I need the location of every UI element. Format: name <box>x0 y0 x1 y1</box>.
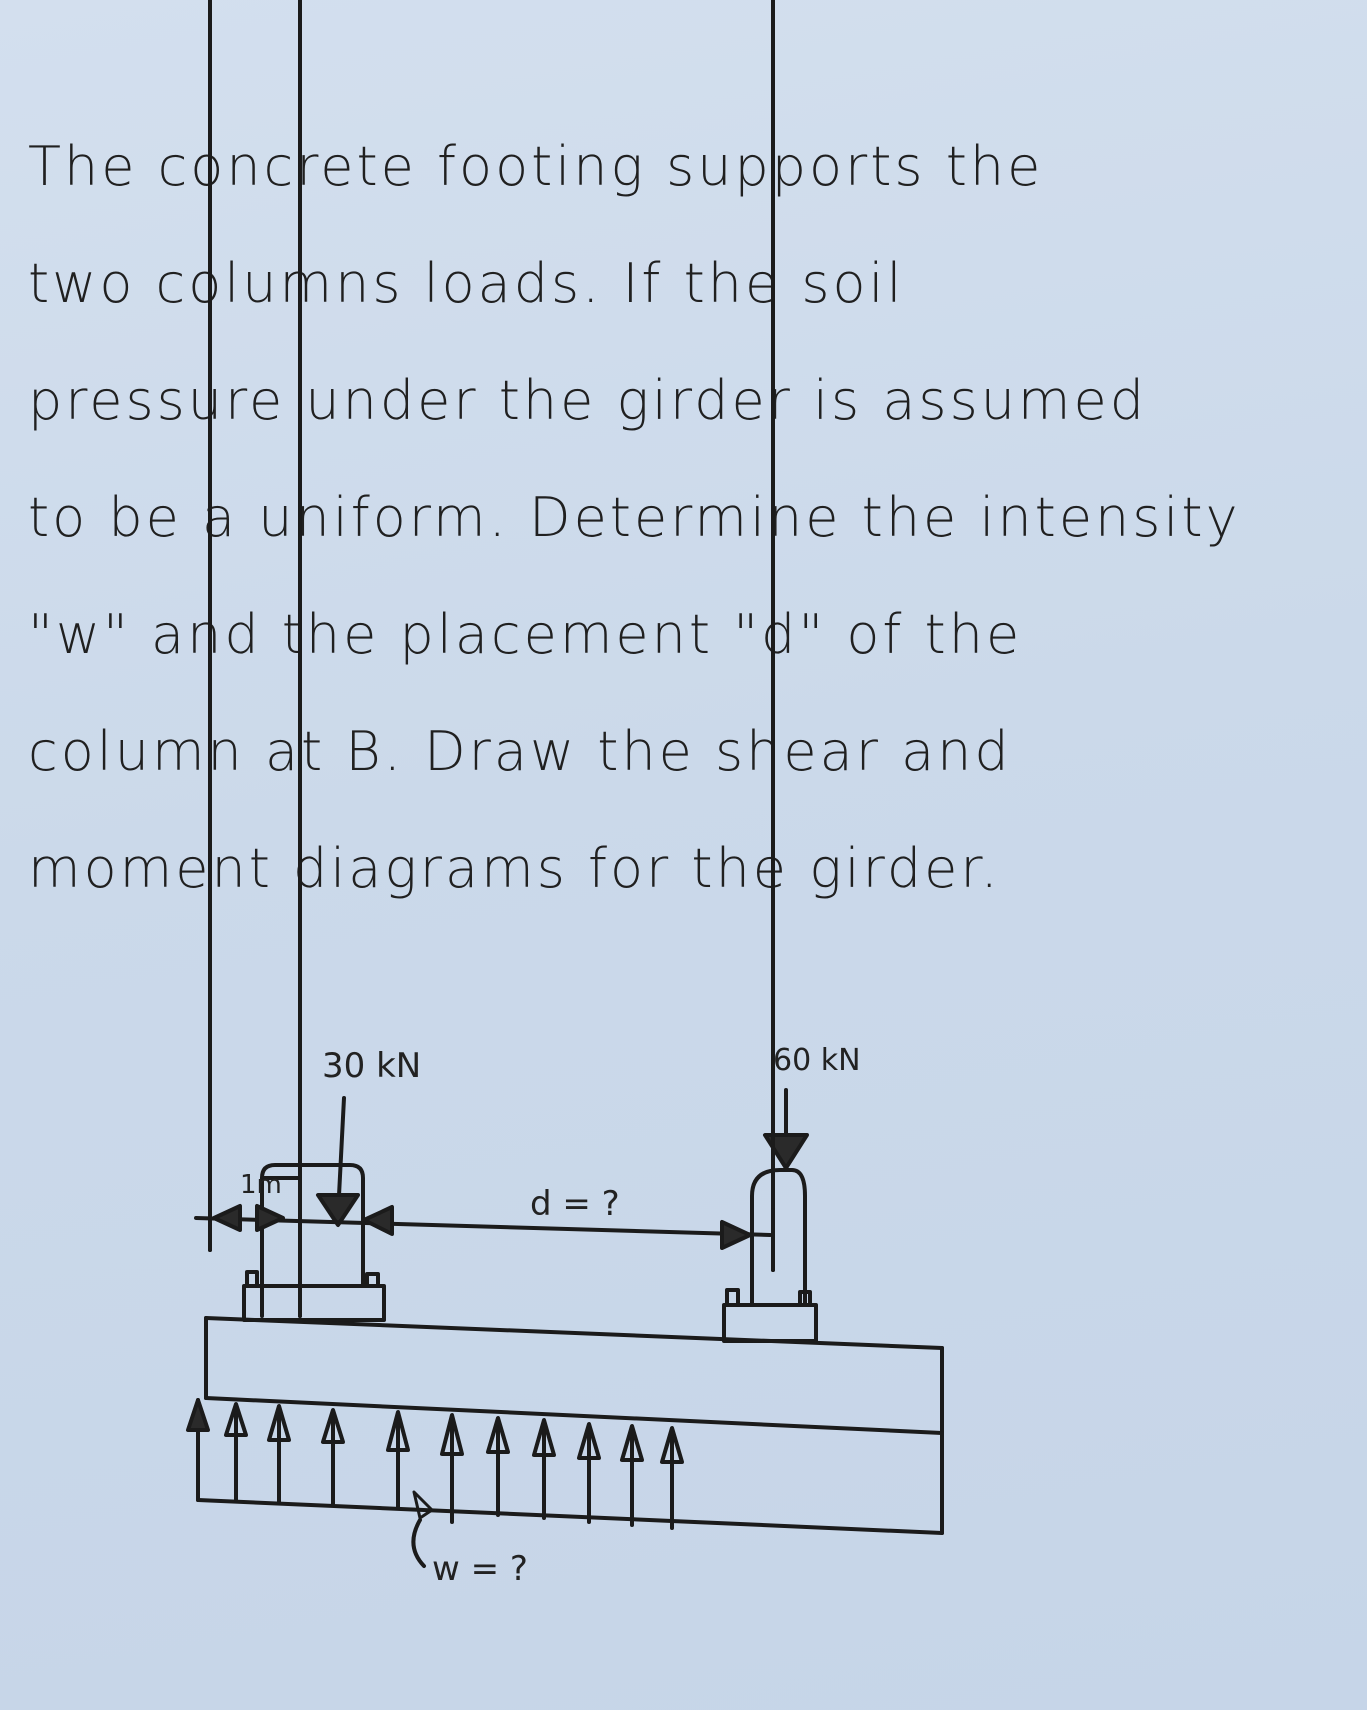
dim-d-label: d = ? <box>530 1184 620 1224</box>
soil-pressure-distribution <box>196 1396 944 1535</box>
pressure-arrows-icon <box>186 1398 684 1530</box>
column-a <box>242 0 386 1322</box>
footing-slab <box>204 1316 944 1435</box>
problem-line-7: moment diagrams for the girder. <box>28 837 1001 900</box>
problem-line-5: "w" and the placement "d" of the <box>28 603 1023 666</box>
load-b-arrow-icon <box>763 1088 809 1170</box>
load-a-label: 30 kN <box>322 1046 421 1086</box>
problem-line-6: column at B. Draw the shear and <box>28 720 1012 783</box>
problem-line-1: The concrete footing supports the <box>28 135 1044 198</box>
problem-line-2: two columns loads. If the soil <box>28 252 905 315</box>
problem-statement: The concrete footing supports the two co… <box>28 108 1348 927</box>
load-a-arrow-icon <box>316 1096 360 1227</box>
problem-line-3: pressure under the girder is assumed <box>28 369 1148 432</box>
load-b-label: 60 kN <box>773 1043 861 1078</box>
dim-left-label: 1m <box>240 1170 282 1200</box>
w-leader-icon <box>411 1518 426 1568</box>
dimension-line <box>194 0 772 1252</box>
problem-line-4: to be a uniform. Determine the intensity <box>28 486 1241 549</box>
w-label: w = ? <box>432 1549 528 1589</box>
